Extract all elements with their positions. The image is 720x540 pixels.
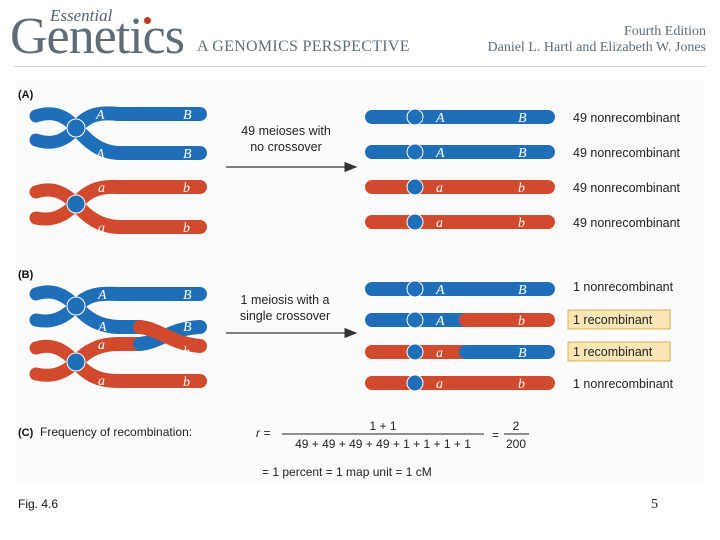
panel-a-result-3: 49 nonrecombinant bbox=[573, 181, 681, 195]
fraction-denominator: 49 + 49 + 49 + 49 + 1 + 1 + 1 + 1 bbox=[295, 437, 471, 451]
panel-b-arrow-text-line2: single crossover bbox=[240, 309, 330, 323]
allele-b: b bbox=[183, 221, 190, 236]
allele-b: b bbox=[518, 181, 525, 196]
panel-b-result-4: 1 nonrecombinant bbox=[573, 377, 674, 391]
allele-a: a bbox=[98, 221, 105, 236]
panel-a-arrow-text-line2: no crossover bbox=[250, 140, 322, 154]
header-edition: Fourth Edition bbox=[623, 24, 706, 39]
allele-B: B bbox=[183, 320, 192, 335]
panel-b-arrow-text-line1: 1 meiosis with a bbox=[241, 293, 330, 307]
allele-a: a bbox=[436, 377, 443, 392]
recombinant-highlight-box bbox=[567, 309, 671, 330]
allele-b: b bbox=[183, 345, 190, 360]
allele-B: B bbox=[518, 283, 527, 298]
r-label: r = bbox=[256, 426, 270, 440]
header-title: Genetics bbox=[10, 8, 185, 65]
allele-a: a bbox=[436, 181, 443, 196]
book-header: Essential Genetics A GENOMICS PERSPECTIV… bbox=[0, 0, 720, 66]
panel-a-result-4: 49 nonrecombinant bbox=[573, 216, 681, 230]
allele-B: B bbox=[518, 111, 527, 126]
allele-B: B bbox=[518, 146, 527, 161]
panel-a-products: A B A B a b a b bbox=[365, 108, 555, 231]
equals-sign: = bbox=[492, 428, 499, 442]
fraction2-denominator: 200 bbox=[506, 437, 526, 451]
panel-a-red-bivalent: a b a b bbox=[29, 179, 207, 236]
panel-c-conclusion: = 1 percent = 1 map unit = 1 cM bbox=[262, 465, 432, 479]
panel-b-products: A B A b a B a b bbox=[365, 280, 555, 392]
allele-A: A bbox=[95, 108, 105, 123]
panel-b-label: (B) bbox=[18, 269, 34, 281]
allele-b: b bbox=[183, 181, 190, 196]
header-subtitle: A GENOMICS PERSPECTIVE bbox=[197, 38, 410, 55]
allele-b: b bbox=[518, 314, 525, 329]
panel-b-result-3: 1 recombinant bbox=[573, 345, 653, 359]
panel-c-text: Frequency of recombination: bbox=[40, 425, 192, 439]
panel-c-label: (C) bbox=[18, 427, 34, 439]
panel-b-bivalent-with-crossover: A B A B a b a b bbox=[29, 285, 207, 390]
panel-b-result-1: 1 nonrecombinant bbox=[573, 280, 674, 294]
fraction2-numerator: 2 bbox=[513, 419, 520, 433]
figure-label: Fig. 4.6 bbox=[18, 497, 59, 511]
allele-a: a bbox=[436, 216, 443, 231]
allele-a: a bbox=[98, 374, 105, 389]
allele-B: B bbox=[183, 108, 192, 123]
allele-a: a bbox=[98, 181, 105, 196]
allele-A: A bbox=[435, 283, 445, 298]
panel-a-blue-bivalent: A B A B bbox=[29, 106, 207, 162]
title-dot-mark bbox=[144, 17, 151, 24]
allele-a: a bbox=[98, 338, 105, 353]
allele-B: B bbox=[518, 346, 527, 361]
allele-b: b bbox=[183, 375, 190, 390]
allele-A: A bbox=[435, 146, 445, 161]
fraction-numerator: 1 + 1 bbox=[369, 419, 396, 433]
allele-B: B bbox=[183, 147, 192, 162]
allele-A: A bbox=[95, 147, 105, 162]
header-essential: Essential bbox=[50, 6, 113, 25]
recombinant-highlight-box bbox=[567, 341, 671, 362]
panel-a-result-2: 49 nonrecombinant bbox=[573, 146, 681, 160]
allele-B: B bbox=[183, 288, 192, 303]
allele-A: A bbox=[435, 111, 445, 126]
allele-b: b bbox=[518, 216, 525, 231]
page-number: 5 bbox=[651, 497, 658, 512]
allele-b: b bbox=[518, 377, 525, 392]
allele-A: A bbox=[97, 288, 107, 303]
panel-b-result-2: 1 recombinant bbox=[573, 313, 653, 327]
allele-a: a bbox=[436, 346, 443, 361]
panel-a-arrow-text-line1: 49 meioses with bbox=[241, 124, 331, 138]
header-authors: Daniel L. Hartl and Elizabeth W. Jones bbox=[487, 40, 707, 55]
panel-a-label: (A) bbox=[18, 89, 34, 101]
allele-A: A bbox=[97, 320, 107, 335]
header-divider bbox=[14, 66, 706, 67]
allele-A: A bbox=[435, 314, 445, 329]
panel-a-result-1: 49 nonrecombinant bbox=[573, 111, 681, 125]
